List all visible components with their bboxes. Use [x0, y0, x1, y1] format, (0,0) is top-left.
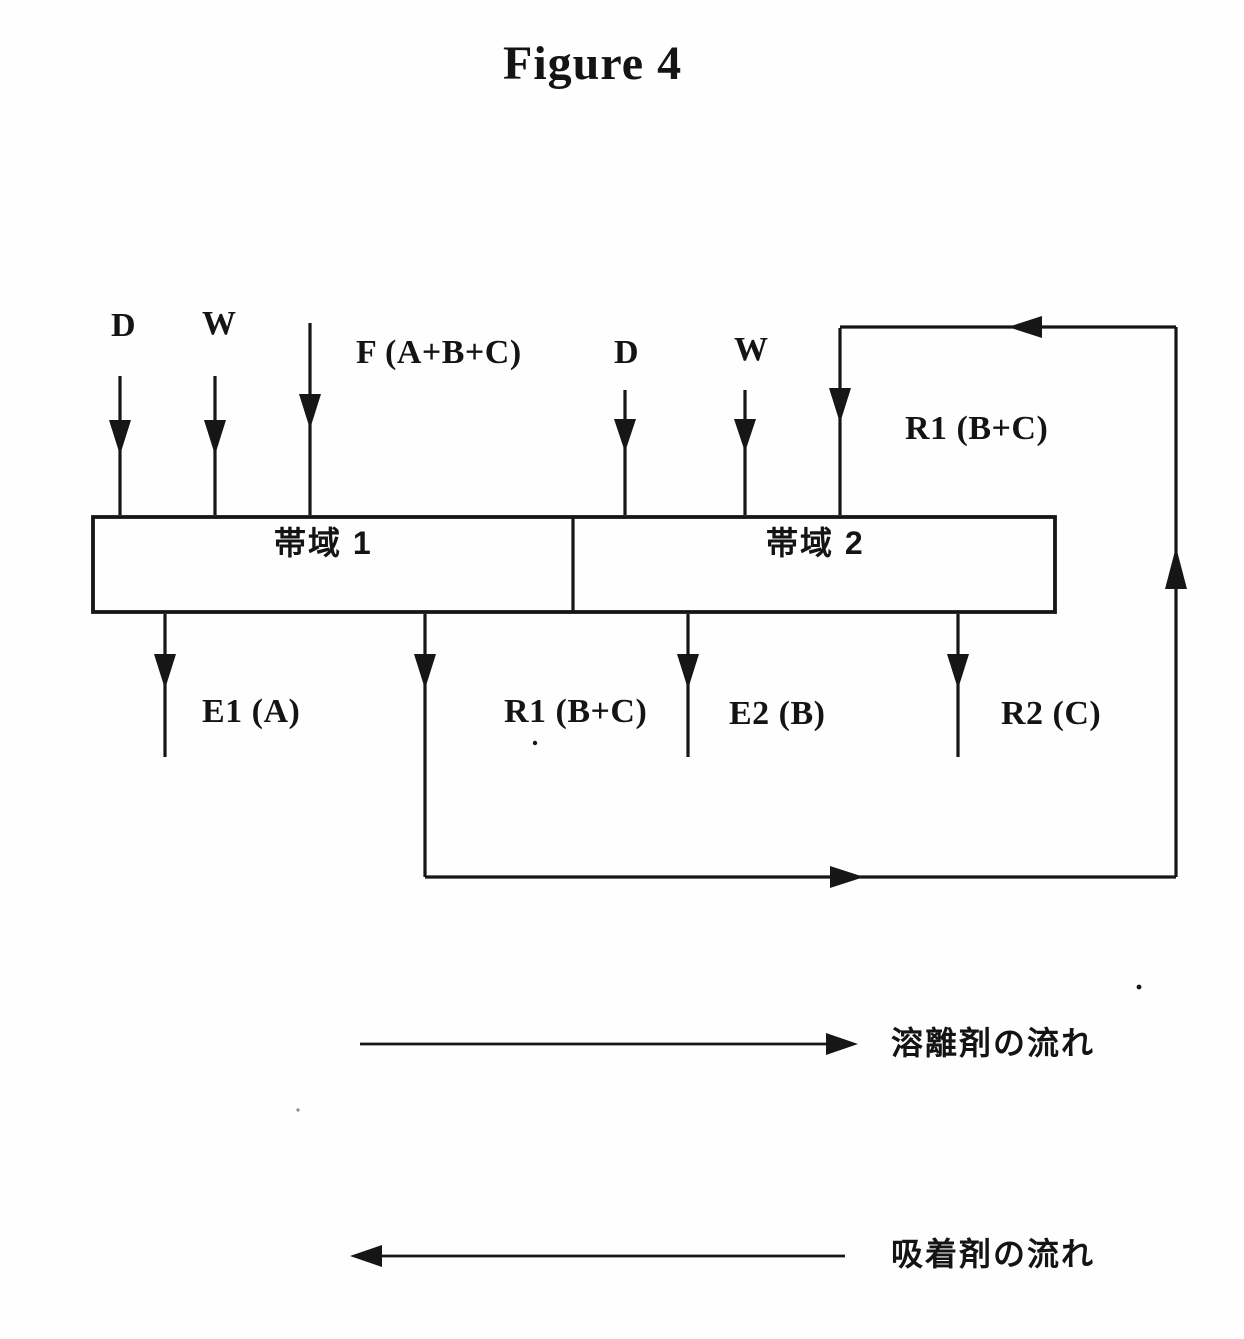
- zone2-wash-label: W: [734, 331, 769, 368]
- raffinate2-label: R2 (C): [1001, 695, 1102, 732]
- extract2-label: E2 (B): [729, 695, 826, 732]
- zone-boxes: [91, 515, 1057, 614]
- zone1-wash-label: W: [202, 305, 237, 342]
- down-arrowhead-icon: [204, 420, 226, 455]
- extract2-outlet-arrow: [677, 614, 699, 757]
- down-arrowhead-icon: [109, 420, 131, 455]
- raffinate1-label: R1 (B+C): [504, 693, 648, 730]
- zone2-recycle-label: R1 (B+C): [905, 410, 1049, 447]
- down-arrowhead-icon: [414, 654, 436, 689]
- up-arrowhead-icon: [1165, 547, 1187, 589]
- scan-speck: [296, 1108, 300, 1112]
- scan-speck: [532, 740, 538, 746]
- down-arrowhead-icon: [947, 654, 969, 689]
- zone2-desorbent-arrow: [614, 390, 636, 515]
- extract1-label: E1 (A): [202, 693, 301, 730]
- left-arrowhead-icon: [1008, 316, 1042, 338]
- down-arrowhead-icon: [829, 388, 851, 423]
- zone1-title: 帯域 1: [274, 525, 373, 561]
- zone2-recycle-inlet-arrow: [829, 328, 851, 515]
- down-arrowhead-icon: [154, 654, 176, 689]
- zone2-wash-arrow: [734, 390, 756, 515]
- scan-speck: [1136, 984, 1142, 990]
- adsorbent-flow-legend-arrow: [350, 1245, 845, 1267]
- eluent-flow-legend-arrow: [360, 1033, 858, 1055]
- adsorbent-flow-legend-label: 吸着剤の流れ: [891, 1236, 1096, 1272]
- down-arrowhead-icon: [614, 419, 636, 452]
- eluent-flow-legend-label: 溶離剤の流れ: [891, 1025, 1096, 1061]
- down-arrowhead-icon: [734, 419, 756, 452]
- zone1-feed-arrow: [299, 323, 321, 515]
- zone1-feed-label: F (A+B+C): [356, 334, 522, 371]
- figure-title: Figure 4: [503, 37, 683, 90]
- zone2-desorbent-label: D: [614, 334, 640, 371]
- left-arrowhead-icon: [350, 1245, 382, 1267]
- down-arrowhead-icon: [677, 654, 699, 689]
- down-arrowhead-icon: [299, 394, 321, 429]
- extract1-outlet-arrow: [154, 614, 176, 757]
- zone1-wash-arrow: [204, 376, 226, 515]
- right-arrowhead-icon: [826, 1033, 858, 1055]
- right-arrowhead-icon: [830, 866, 864, 888]
- raffinate2-outlet-arrow: [947, 614, 969, 757]
- zone1-desorbent-label: D: [111, 307, 137, 344]
- raffinate1-outlet-arrow: [414, 614, 436, 877]
- zone2-title: 帯域 2: [766, 525, 865, 561]
- zone1-desorbent-arrow: [109, 376, 131, 515]
- recycle-loop: [425, 316, 1187, 888]
